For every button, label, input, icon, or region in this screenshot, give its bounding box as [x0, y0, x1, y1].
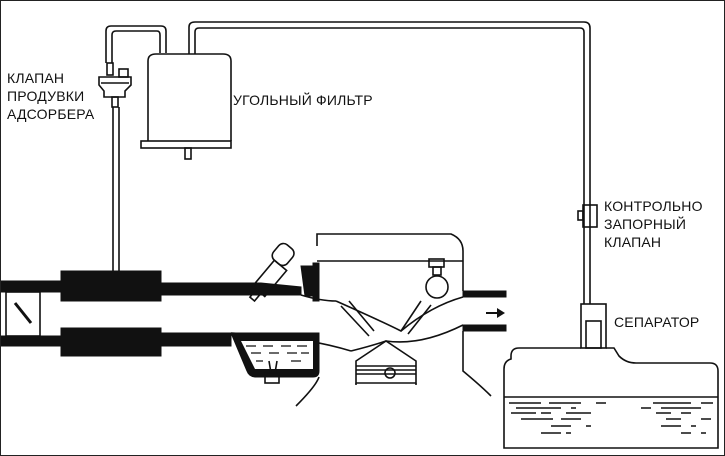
purge-valve-label-line3: АДСОРБЕРА — [7, 106, 95, 122]
throttle-body — [5, 291, 41, 337]
piston — [295, 331, 492, 407]
vent-hose — [188, 21, 591, 304]
purge-hose — [105, 25, 167, 63]
engine-head — [312, 233, 507, 352]
charcoal-filter — [140, 53, 232, 160]
purge-valve-label-line1: КЛАПАН — [7, 70, 65, 86]
fuel-injector — [248, 242, 314, 303]
charcoal-filter-label: УГОЛЬНЫЙ ФИЛЬТР — [233, 92, 373, 108]
check-valve-label-line2: ЗАПОРНЫЙ — [604, 216, 687, 232]
fuel-tank — [503, 347, 719, 449]
check-valve-label: КОНТРОЛЬНО ЗАПОРНЫЙ КЛАПАН — [604, 197, 703, 251]
check-valve-label-line1: КОНТРОЛЬНО — [604, 198, 703, 214]
intake-manifold — [1, 270, 352, 357]
separator — [580, 303, 607, 349]
check-valve — [577, 204, 598, 228]
check-valve-label-line3: КЛАПАН — [604, 234, 662, 250]
purge-valve — [98, 62, 132, 273]
purge-valve-label: КЛАПАН ПРОДУВКИ АДСОРБЕРА — [7, 69, 94, 123]
purge-valve-label-line2: ПРОДУВКИ — [7, 88, 85, 104]
separator-label: СЕПАРАТОР — [614, 314, 700, 330]
intake-reservoir — [230, 332, 320, 384]
